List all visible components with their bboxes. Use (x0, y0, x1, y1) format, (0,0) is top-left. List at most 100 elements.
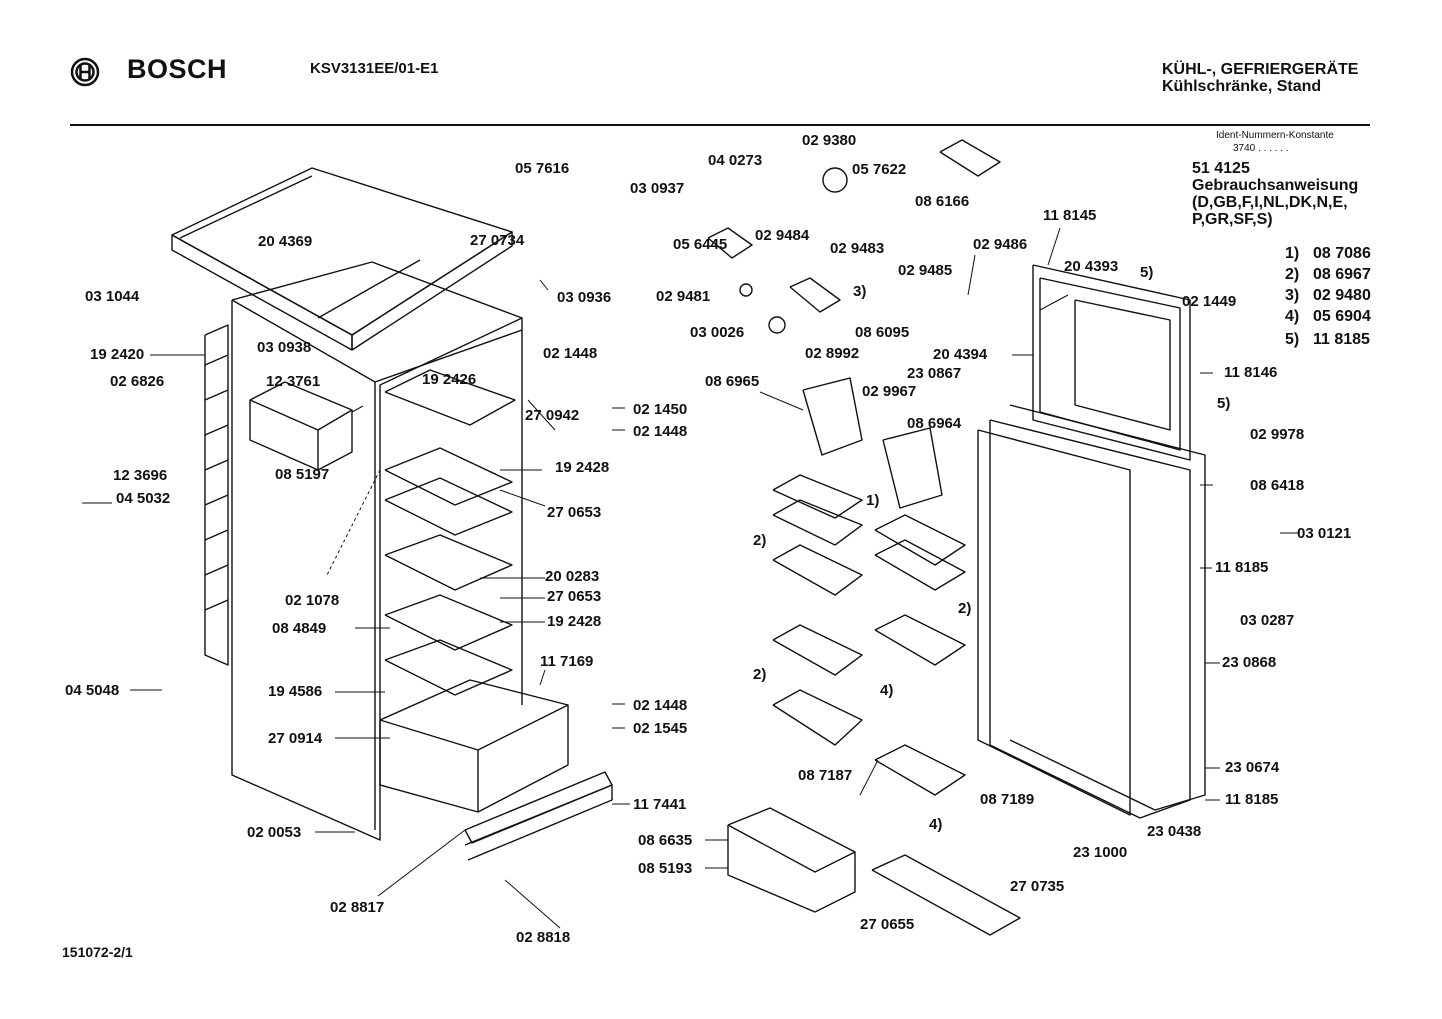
part-label: 08 5197 (275, 466, 330, 483)
part-label: 03 0938 (257, 339, 312, 356)
manual-title: Gebrauchsanweisung (1192, 177, 1359, 194)
part-label: 08 6166 (915, 193, 970, 210)
part-label: 02 1448 (633, 423, 688, 440)
part-label: 08 7189 (980, 791, 1035, 808)
part-label: 02 6826 (110, 373, 165, 390)
part-label: 02 1448 (543, 345, 598, 362)
legend-key: 3) (1285, 287, 1300, 304)
part-label: 02 9484 (755, 227, 810, 244)
part-label: 23 0868 (1222, 654, 1277, 671)
part-label: 04 5048 (65, 682, 120, 699)
part-label: 05 7616 (515, 160, 570, 177)
cabinet-drawing (231, 261, 523, 841)
part-label: 11 7169 (540, 653, 594, 670)
ice-tray-drawing (249, 381, 353, 471)
part-label: 19 2426 (422, 371, 477, 388)
top-cover-drawing (171, 167, 513, 351)
legend-part: 08 6967 (1313, 266, 1371, 283)
part-label: 03 0937 (630, 180, 685, 197)
header-divider (70, 124, 1370, 126)
thermostat-drawing (707, 139, 1001, 334)
category-title: KÜHL-, GEFRIERGERÄTE (1162, 61, 1359, 78)
door-bins-drawing (727, 377, 1021, 936)
part-label: 5) (1217, 395, 1231, 412)
part-label: 02 8818 (516, 929, 571, 946)
part-label: 08 6095 (855, 324, 910, 341)
part-label: 11 8185 (1225, 791, 1279, 808)
part-label: 20 4394 (933, 346, 988, 363)
legend-key: 4) (1285, 308, 1300, 325)
part-label: 05 6445 (673, 236, 728, 253)
part-label: 02 1078 (285, 592, 340, 609)
part-label: 03 0026 (690, 324, 745, 341)
part-label: 19 2428 (547, 613, 602, 630)
part-label: 27 0734 (470, 232, 525, 249)
manual-languages-cont: P,GR,SF,S) (1192, 211, 1273, 228)
part-label: 12 3761 (266, 373, 321, 390)
legend-key: 2) (1285, 266, 1300, 283)
part-label: 20 4369 (258, 233, 313, 250)
part-label: 23 1000 (1073, 844, 1128, 861)
part-label: 08 6418 (1250, 477, 1305, 494)
legend-key: 1) (1285, 245, 1300, 262)
part-label: 02 9380 (802, 132, 857, 149)
part-label: 02 9481 (656, 288, 711, 305)
part-label: 02 0053 (247, 824, 302, 841)
part-label: 08 6964 (907, 415, 962, 432)
ident-label: Ident-Nummern-Konstante (1216, 130, 1334, 141)
part-label: 27 0653 (547, 588, 602, 605)
part-label: 23 0674 (1225, 759, 1280, 776)
part-label: 04 0273 (708, 152, 763, 169)
part-label: 4) (880, 682, 894, 699)
part-label: 03 0936 (557, 289, 612, 306)
part-label: 5) (1140, 264, 1154, 281)
part-label: 05 7622 (852, 161, 907, 178)
part-label: 02 9978 (1250, 426, 1305, 443)
part-label: 02 1449 (1182, 293, 1237, 310)
part-label: 02 8817 (330, 899, 385, 916)
part-label: 19 2420 (90, 346, 145, 363)
part-label: 23 0438 (1147, 823, 1202, 840)
part-label: 4) (929, 816, 943, 833)
part-label: 2) (753, 532, 767, 549)
part-label: 02 1448 (633, 697, 688, 714)
part-label: 08 6635 (638, 832, 693, 849)
legend-part: 08 7086 (1313, 245, 1371, 262)
part-label: 11 8185 (1215, 559, 1269, 576)
brand-name: BOSCH (127, 54, 228, 84)
part-label: 02 9483 (830, 240, 885, 257)
part-label: 12 3696 (113, 467, 168, 484)
part-label: 11 7441 (633, 796, 687, 813)
part-label: 02 9967 (862, 383, 917, 400)
part-label: 2) (958, 600, 972, 617)
part-label: 03 0287 (1240, 612, 1295, 629)
crisper-drawer-drawing (379, 679, 569, 813)
part-label: 08 5193 (638, 860, 693, 877)
part-label: 27 0735 (1010, 878, 1065, 895)
legend-key: 5) (1285, 331, 1300, 348)
part-label: 27 0914 (268, 730, 323, 747)
part-label: 03 0121 (1297, 525, 1352, 542)
part-label: 04 5032 (116, 490, 171, 507)
category-subtitle: Kühlschränke, Stand (1162, 78, 1322, 95)
drawing-id: 151072-2/1 (62, 944, 133, 960)
part-label: 02 9485 (898, 262, 953, 279)
part-label: 02 1545 (633, 720, 688, 737)
legend-part: 02 9480 (1313, 287, 1371, 304)
ident-value: 3740 . . . . . . (1233, 143, 1289, 154)
part-label: 08 4849 (272, 620, 327, 637)
manual-number: 51 4125 (1192, 160, 1250, 177)
shelves-drawing (384, 369, 516, 696)
legend-part: 11 8185 (1313, 331, 1370, 348)
part-label: 19 2428 (555, 459, 610, 476)
part-label: 20 4393 (1064, 258, 1119, 275)
part-label: 2) (753, 666, 767, 683)
manual-languages: (D,GB,F,I,NL,DK,N,E, (1192, 194, 1348, 211)
part-label: 27 0942 (525, 407, 580, 424)
part-label: 23 0867 (907, 365, 962, 382)
part-label: 02 1450 (633, 401, 688, 418)
part-label: 19 4586 (268, 683, 323, 700)
part-label: 03 1044 (85, 288, 140, 305)
part-label: 27 0655 (860, 916, 915, 933)
bosch-logo-icon (70, 57, 100, 92)
